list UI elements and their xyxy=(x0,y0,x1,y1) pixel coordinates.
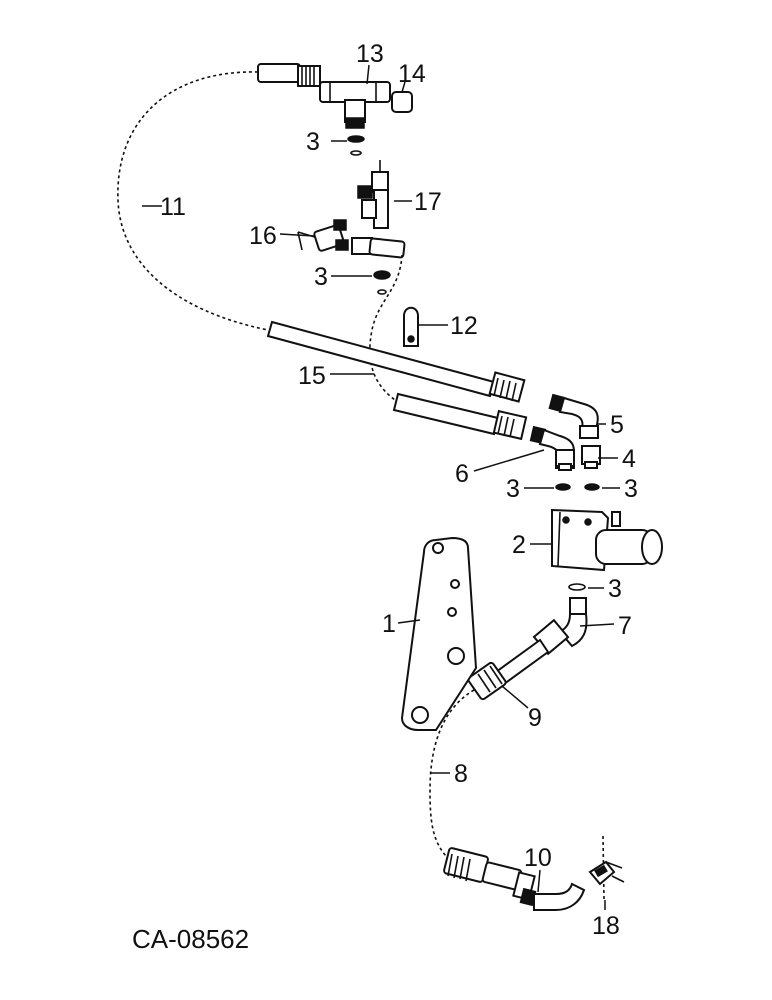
hose-8 xyxy=(429,689,475,857)
callout-9: 9 xyxy=(528,704,542,732)
callout-7: 7 xyxy=(618,612,632,640)
callout-5: 5 xyxy=(610,411,624,439)
fitting-18 xyxy=(588,835,625,901)
callout-3-a: 3 xyxy=(306,128,320,156)
hose-11 xyxy=(117,71,269,331)
callout-11: 11 xyxy=(160,193,186,221)
clamp-12 xyxy=(403,306,419,347)
elbow-fitting-10 xyxy=(519,882,586,911)
callout-3-e: 3 xyxy=(608,575,622,603)
adapter-17 xyxy=(357,160,389,229)
callout-3-b: 3 xyxy=(314,263,328,291)
callout-13: 13 xyxy=(356,40,384,68)
o-ring-3-d xyxy=(584,483,600,491)
hose-end-near-16 xyxy=(351,237,406,259)
hose-fitting-9 xyxy=(467,638,550,701)
elbow-16 xyxy=(297,219,349,252)
callout-14: 14 xyxy=(398,60,426,88)
callout-12: 12 xyxy=(450,312,478,340)
callout-2: 2 xyxy=(512,531,526,559)
callout-18: 18 xyxy=(592,912,620,940)
o-ring-3-a xyxy=(347,135,365,156)
hose-15-lower-dashed xyxy=(369,254,403,403)
solenoid-valve-2 xyxy=(551,508,663,572)
adapter-4-b xyxy=(581,445,601,469)
callout-1: 1 xyxy=(382,610,396,638)
o-ring-3-c xyxy=(555,483,571,491)
callout-3-d: 3 xyxy=(624,475,638,503)
hose-end-coupling xyxy=(443,847,536,901)
adapter-4-a xyxy=(555,449,575,471)
hose-lower-tube xyxy=(392,392,528,441)
o-ring-3-e xyxy=(568,583,586,591)
elbow-fitting-5 xyxy=(548,393,599,439)
callout-17: 17 xyxy=(414,188,442,216)
callout-8: 8 xyxy=(454,760,468,788)
o-ring-3-b xyxy=(373,270,391,295)
hose-11-end-fitting xyxy=(257,63,321,87)
callout-3-c: 3 xyxy=(506,475,520,503)
callout-10: 10 xyxy=(524,844,552,872)
callout-15: 15 xyxy=(298,362,326,390)
cap-14 xyxy=(391,91,413,113)
hose-15-upper xyxy=(266,320,526,403)
tee-fitting-13 xyxy=(319,81,391,129)
callout-4: 4 xyxy=(622,445,636,473)
leader-lines xyxy=(142,64,620,910)
callout-16: 16 xyxy=(249,222,277,250)
mounting-bracket-1 xyxy=(400,536,478,731)
callout-6: 6 xyxy=(455,460,469,488)
diagram-code: CA-08562 xyxy=(132,924,249,954)
